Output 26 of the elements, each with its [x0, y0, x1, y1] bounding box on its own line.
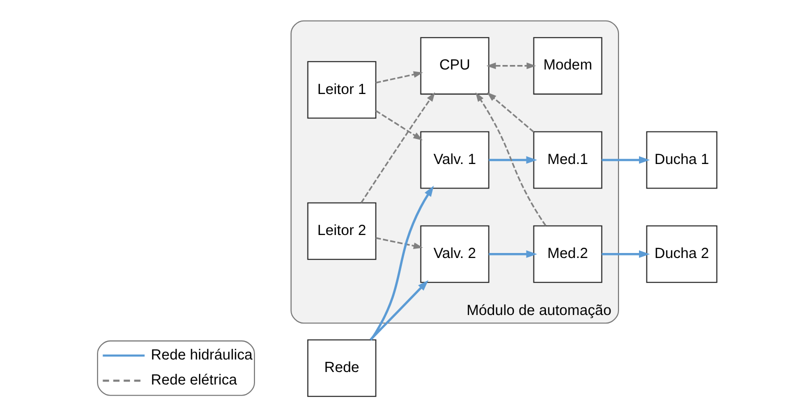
arrow — [488, 156, 538, 164]
arrow — [602, 156, 650, 164]
node-box: CPU — [420, 37, 490, 95]
node-box: Med.1 — [533, 131, 602, 189]
node-box: Ducha 1 — [646, 131, 718, 189]
node-box: Leitor 2 — [307, 202, 376, 260]
arrow — [475, 92, 546, 226]
node-box: Leitor 1 — [307, 61, 376, 119]
arrow — [376, 237, 424, 250]
arrow — [602, 250, 650, 258]
node-box: Valv. 1 — [420, 131, 490, 189]
node-box: Med.2 — [533, 225, 602, 283]
arrow — [375, 110, 423, 140]
arrow — [488, 250, 538, 258]
legend-label: Rede hidráulica — [150, 347, 253, 364]
arrow — [486, 92, 534, 133]
node-box: Ducha 2 — [646, 225, 718, 283]
arrow — [370, 280, 428, 340]
arrow — [486, 62, 536, 70]
arrow — [360, 92, 436, 204]
node-box: Rede — [307, 339, 376, 397]
arrow — [376, 71, 424, 84]
arrow — [370, 186, 434, 340]
legend-label: Rede elétrica — [150, 372, 238, 389]
node-box: Modem — [533, 37, 602, 95]
node-box: Valv. 2 — [420, 225, 490, 283]
